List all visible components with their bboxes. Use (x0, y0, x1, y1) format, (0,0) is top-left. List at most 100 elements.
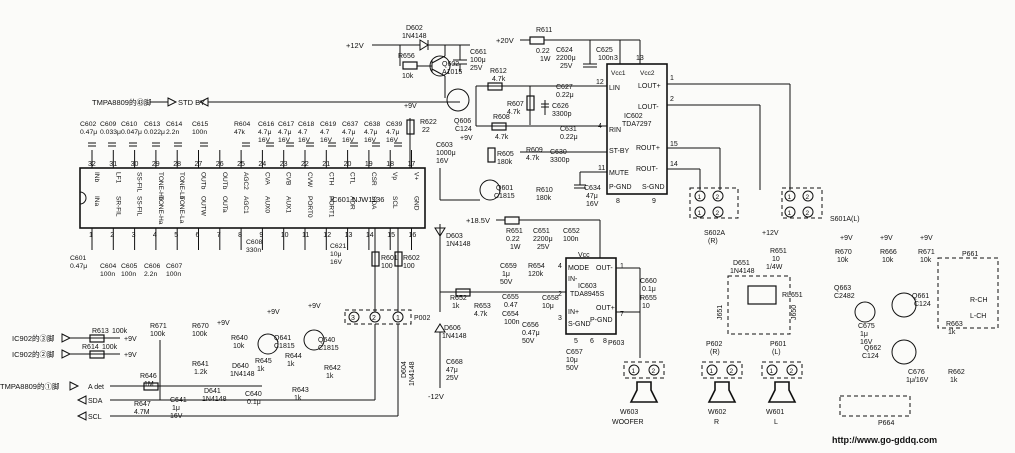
ic601-body (79, 167, 426, 229)
c613-label: 0.022μ (144, 129, 165, 136)
ic601-bottom-num: 16 (409, 232, 417, 239)
r647-ref: R647 (134, 401, 151, 408)
ic602-pin-stby: ST-BY (609, 148, 630, 155)
q662-transistor (891, 339, 917, 365)
ic601-top-num: 17 (408, 161, 416, 168)
c637-label: C637 (342, 121, 358, 128)
ic601-bottom-num: 4 (153, 232, 157, 239)
w601-label: L (774, 419, 778, 426)
q662-val: C124 (862, 353, 879, 360)
q601-transistor (479, 179, 501, 201)
switch-contact-num: 1 (698, 194, 702, 201)
s602a-ref: S602A (704, 230, 725, 237)
j650-ref: J650 (791, 305, 798, 320)
c625-val: 100n (598, 55, 614, 62)
ic601-top-pin: OUTb (200, 172, 207, 190)
ic601-bottom-pin: SDA (370, 196, 377, 210)
ic601-top-num: 18 (386, 161, 394, 168)
c621-label: C621 (330, 243, 346, 250)
c640-val: 0.1μ (247, 399, 261, 406)
p661-label: P661 (962, 251, 978, 258)
rl651-relay (727, 275, 791, 335)
r651-relay-ref: R651 (770, 248, 787, 255)
sda-signal: SDA (88, 398, 103, 405)
switch-contact (712, 206, 724, 218)
ic601-bottom-pin: AGC1 (242, 196, 249, 214)
ic602-section: +20V R611 0.22 1W C624 2200μ 25V C625 10… (496, 27, 791, 205)
tmpa-pin64-label: TMPA8809的㊸脚 (92, 97, 151, 107)
r647-val: 4.7M (134, 409, 150, 416)
switch-contact (784, 190, 796, 202)
c609-label: C609 (100, 121, 116, 128)
r604-label: 47k (234, 129, 246, 136)
rail-9v-q641: +9V (217, 320, 230, 327)
c661-val: 100μ (470, 57, 486, 64)
ic603-pin-vcc: Vcc (578, 252, 590, 259)
r640-ref: R640 (231, 335, 248, 342)
r622-val: 22 (422, 127, 430, 134)
ic602-pin-loutp: LOUT+ (638, 83, 661, 90)
c624-volt: 25V (560, 63, 573, 70)
speaker-icon (707, 381, 737, 403)
r651-val: 0.22 (506, 236, 520, 243)
q606-val: C124 (455, 126, 472, 133)
c640-ref: C640 (245, 391, 262, 398)
ic601-bottom-pin: PORT1 (327, 196, 334, 218)
c603-val: 1000μ (436, 150, 456, 157)
ic601-top-num: 24 (258, 161, 266, 168)
rail-9v-q640: +9V (308, 303, 321, 310)
d606-ref: D606 (444, 325, 461, 332)
c655-ref: C655 (502, 294, 519, 301)
ic603-num-8: 8 (603, 338, 607, 345)
ic603-type: TDA8945S (570, 291, 605, 298)
p002-pin2: 2 (372, 315, 376, 322)
r643-val: 1k (294, 395, 302, 402)
p002-pin1: 1 (396, 315, 400, 322)
ic601-bottom-num: 7 (217, 232, 221, 239)
d606-val: 1N4148 (442, 333, 467, 340)
d641-val: 1N4148 (202, 396, 227, 403)
switch-contact-num: 1 (788, 210, 792, 217)
c637-label: 16V (342, 137, 355, 144)
ic601-label: IC601 NJW1136 (330, 195, 384, 204)
ic601-bottom-pin: GND (413, 196, 420, 211)
c634-volt: 16V (586, 201, 599, 208)
r666-val: 10k (882, 257, 894, 264)
p602-pin (706, 364, 718, 376)
c609-label: 0.033μ (100, 129, 121, 136)
q661-transistor (891, 292, 917, 318)
c637-label: 4.7μ (342, 129, 355, 136)
rail-9v-q641c: +9V (267, 309, 280, 316)
ic603-pin-mode: MODE (568, 265, 589, 272)
c608-label: C608 (246, 239, 262, 246)
w602-ref: W602 (708, 409, 726, 416)
r611-val: 0.22 (536, 48, 550, 55)
p603-connector (623, 361, 665, 379)
c619-label: C619 (320, 121, 336, 128)
p601-pin (786, 364, 798, 376)
ic602-num-8: 8 (616, 198, 620, 205)
p603-pin-num: 1 (632, 368, 636, 375)
r622-resistor (406, 119, 415, 135)
c619-label: 16V (320, 137, 333, 144)
c601-label: C601 (70, 255, 86, 262)
ic603-ref: IC603 (578, 283, 597, 290)
c630-val: 3300p (550, 157, 570, 164)
tmpa-pin1-label: TMPA8809的①脚 (0, 381, 59, 391)
ic601-top-pin: V+ (413, 172, 420, 180)
d641-ref: D641 (204, 388, 221, 395)
ic602-pin-sgnd: S-GND (642, 184, 665, 191)
c638-label: 16V (364, 137, 377, 144)
r652-resistor (455, 288, 471, 297)
r614-ref: R614 (82, 344, 99, 351)
q663-ref: Q663 (834, 285, 851, 292)
q641-transistor (257, 333, 279, 355)
r662-val: 1k (950, 377, 958, 384)
r614-resistor (89, 350, 105, 359)
c624-ref: C624 (556, 47, 573, 54)
ic602-pin-loutm: LOUT- (638, 104, 659, 111)
q661-val: C124 (914, 301, 931, 308)
ic601: 32INb31LF130SS-FIL29TONE-Hb28TONE-Lb27OU… (79, 150, 426, 250)
r613-val: 100k (112, 328, 128, 335)
c604-label: C604 (100, 263, 116, 270)
